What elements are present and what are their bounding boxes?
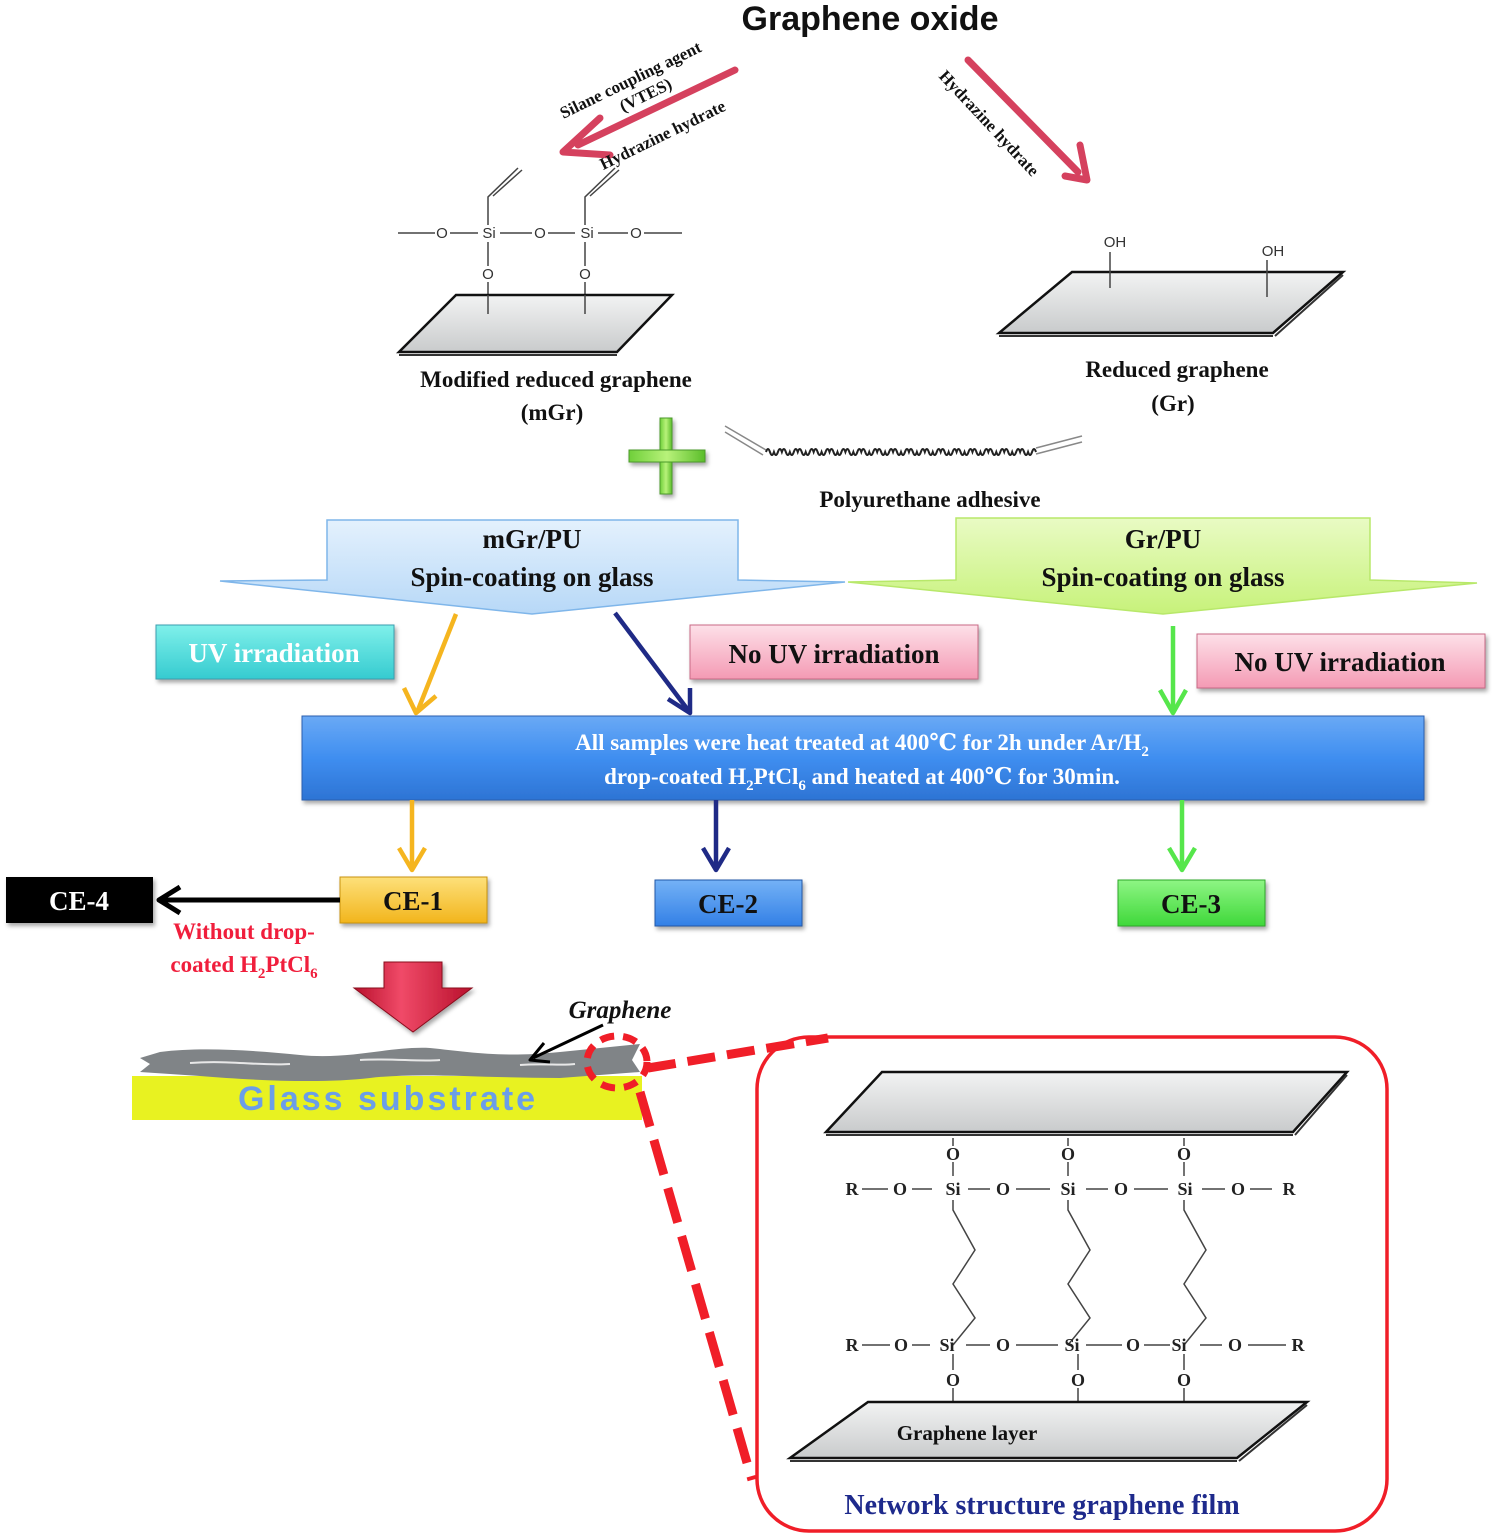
mgr-pu-arrow-shape bbox=[219, 519, 846, 615]
navy-arrow-to-ce2 bbox=[701, 800, 731, 873]
graphene-label: Graphene bbox=[569, 997, 672, 1024]
no-uv-irradiation-label-mgr: No UV irradiation bbox=[728, 639, 939, 669]
ce1-label: CE-1 bbox=[383, 886, 443, 916]
network-top-sheet bbox=[823, 1070, 1350, 1136]
without-drop-coated-line2: coated H2PtCl6 bbox=[170, 952, 318, 982]
ce4-label: CE-4 bbox=[49, 886, 109, 916]
glass-substrate-label: Glass substrate bbox=[238, 1080, 538, 1118]
network-atom-si: Si bbox=[1064, 1335, 1079, 1355]
arrow-ce1-to-ce4 bbox=[156, 884, 340, 916]
mgr-pu-title: mGr/PU bbox=[483, 524, 582, 554]
network-atom-o: O bbox=[1126, 1335, 1140, 1355]
network-atom-o: O bbox=[1177, 1144, 1191, 1164]
navy-arrow-no-uv bbox=[613, 611, 693, 716]
network-atom-r: R bbox=[846, 1335, 860, 1355]
mgr-atom-si: Si bbox=[482, 225, 495, 242]
gr-abbr: (Gr) bbox=[1151, 391, 1194, 416]
mgr-atom-o: O bbox=[482, 266, 494, 283]
mgr-abbr: (mGr) bbox=[521, 400, 584, 425]
no-uv-irradiation-box-mgr bbox=[689, 624, 979, 680]
mgr-pu-subtitle: Spin-coating on glass bbox=[410, 562, 653, 592]
green-arrow-no-uv bbox=[1158, 626, 1188, 716]
gr-oh-group: OH bbox=[1104, 234, 1127, 251]
network-atom-r: R bbox=[846, 1179, 860, 1199]
mgr-structure bbox=[395, 167, 682, 356]
network-atom-o: O bbox=[946, 1370, 960, 1390]
ce3-box bbox=[1117, 879, 1266, 927]
graphene-highlight bbox=[189, 1058, 576, 1066]
network-bonds bbox=[862, 1138, 1286, 1402]
zoom-connector-bottom bbox=[635, 1090, 757, 1482]
mgr-atom-si: Si bbox=[580, 225, 593, 242]
green-arrow-to-ce3 bbox=[1167, 800, 1197, 873]
network-atom-r: R bbox=[1283, 1179, 1297, 1199]
zoom-connector-top bbox=[647, 1033, 829, 1073]
mgr-atom-o: O bbox=[436, 225, 448, 242]
no-uv-irradiation-label-gr: No UV irradiation bbox=[1234, 647, 1445, 677]
orange-arrow-uv bbox=[401, 613, 459, 716]
heat-treatment-box bbox=[301, 715, 1425, 801]
network-atom-si: Si bbox=[1171, 1335, 1186, 1355]
network-atom-o: O bbox=[996, 1179, 1010, 1199]
reaction-arrow-right bbox=[964, 56, 1091, 184]
reaction-arrow-left bbox=[559, 66, 739, 159]
ce2-label: CE-2 bbox=[698, 889, 758, 919]
mgr-atom-o: O bbox=[579, 266, 591, 283]
network-bottom-sheet bbox=[786, 1400, 1311, 1462]
ce4-box bbox=[6, 877, 153, 923]
network-atom-o: O bbox=[1061, 1144, 1075, 1164]
heat-treatment-line1: All samples were heat treated at 400℃ fo… bbox=[575, 730, 1149, 760]
gr-pu-arrow-shape bbox=[847, 517, 1478, 615]
network-atom-o: O bbox=[1177, 1370, 1191, 1390]
orange-arrow-to-ce1 bbox=[397, 800, 427, 873]
polyurethane-chain bbox=[724, 425, 1083, 456]
mgr-atom-o: O bbox=[630, 225, 642, 242]
zoom-highlight-circle bbox=[583, 1032, 651, 1092]
mgr-atom-o: O bbox=[534, 225, 546, 242]
no-uv-irradiation-box-gr bbox=[1196, 633, 1486, 689]
network-atom-r: R bbox=[1292, 1335, 1306, 1355]
gr-structure bbox=[995, 252, 1347, 337]
network-structure-panel bbox=[755, 1035, 1389, 1533]
network-atom-o: O bbox=[894, 1335, 908, 1355]
plus-icon bbox=[628, 417, 706, 495]
network-atom-o: O bbox=[1231, 1179, 1245, 1199]
ce2-box bbox=[654, 879, 803, 927]
network-atom-si: Si bbox=[1177, 1179, 1192, 1199]
network-atom-si: Si bbox=[945, 1179, 960, 1199]
big-down-arrow bbox=[352, 961, 474, 1033]
polyurethane-label: Polyurethane adhesive bbox=[819, 487, 1040, 512]
gr-name: Reduced graphene bbox=[1085, 357, 1268, 382]
title-graphene-oxide: Graphene oxide bbox=[742, 0, 999, 38]
uv-irradiation-box bbox=[155, 624, 395, 680]
heat-treatment-line2: drop-coated H2PtCl6 and heated at 400℃ f… bbox=[604, 764, 1120, 794]
network-atom-o: O bbox=[1114, 1179, 1128, 1199]
uv-irradiation-label: UV irradiation bbox=[188, 638, 359, 668]
graphene-layer-label: Graphene layer bbox=[897, 1421, 1038, 1445]
network-atom-o: O bbox=[1228, 1335, 1242, 1355]
network-atom-o: O bbox=[1071, 1370, 1085, 1390]
network-atom-si: Si bbox=[939, 1335, 954, 1355]
graphene-film bbox=[140, 1044, 640, 1082]
graphene-pointer-arrow bbox=[528, 1023, 604, 1064]
gr-pu-subtitle: Spin-coating on glass bbox=[1041, 562, 1284, 592]
ce3-label: CE-3 bbox=[1161, 889, 1221, 919]
network-caption: Network structure graphene film bbox=[844, 1490, 1239, 1521]
gr-oh-group: OH bbox=[1262, 243, 1285, 260]
network-atom-o: O bbox=[893, 1179, 907, 1199]
gr-pu-title: Gr/PU bbox=[1125, 524, 1201, 554]
mgr-name: Modified reduced graphene bbox=[420, 367, 692, 392]
ce1-box bbox=[339, 876, 488, 924]
without-drop-coated-line1: Without drop- bbox=[173, 919, 315, 944]
network-atom-si: Si bbox=[1060, 1179, 1075, 1199]
network-atom-o: O bbox=[996, 1335, 1010, 1355]
glass-substrate bbox=[132, 1076, 642, 1120]
network-atom-o: O bbox=[946, 1144, 960, 1164]
